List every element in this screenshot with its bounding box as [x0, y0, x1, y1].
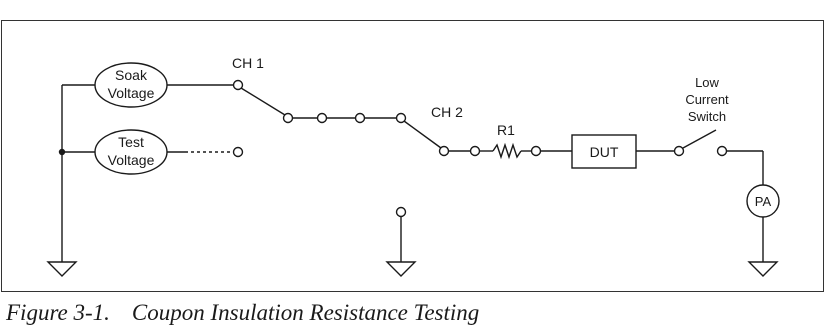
switch-label-line3: Switch	[688, 109, 726, 124]
ground-symbol-right	[747, 261, 779, 277]
switch-left-terminal	[673, 145, 685, 157]
figure-title: Coupon Insulation Resistance Testing	[131, 300, 480, 325]
soak-voltage-label-line1: Soak	[115, 67, 148, 83]
ground-symbol-middle	[385, 261, 417, 277]
ch2-label: CH 2	[431, 104, 463, 120]
ch1-common-terminal	[282, 112, 294, 124]
figure-number: Figure 3-1.	[6, 300, 110, 325]
r1-left-node	[469, 145, 481, 157]
r1-right-node	[530, 145, 542, 157]
switch-label-line1: Low	[695, 75, 719, 90]
ch2-switch-arm	[403, 120, 442, 149]
r1-label: R1	[497, 122, 515, 138]
ch1-label: CH 1	[232, 55, 264, 71]
link-node-1	[316, 112, 328, 124]
bus-junction-dot	[58, 148, 66, 156]
ch1-terminal-soak	[232, 79, 244, 91]
switch-right-terminal	[716, 145, 728, 157]
soak-voltage-label-line2: Voltage	[108, 85, 155, 101]
figure-frame	[1, 20, 824, 292]
ch2-off-terminal	[395, 206, 407, 218]
ch1-switch-arm	[240, 87, 286, 116]
switch-label-line2: Current	[685, 92, 729, 107]
ground-symbol-left	[46, 261, 78, 277]
test-voltage-label-line2: Voltage	[108, 152, 155, 168]
link-node-2	[354, 112, 366, 124]
pa-label: PA	[755, 194, 772, 209]
r1-resistor	[492, 142, 522, 160]
dut-label: DUT	[590, 144, 619, 160]
ch1-terminal-test	[232, 146, 244, 158]
ch2-output-terminal	[438, 145, 450, 157]
ch2-input-terminal	[395, 112, 407, 124]
test-voltage-label-line1: Test	[118, 134, 144, 150]
figure-caption: Figure 3-1. Coupon Insulation Resistance …	[6, 300, 479, 326]
low-current-switch-blade	[682, 129, 717, 149]
